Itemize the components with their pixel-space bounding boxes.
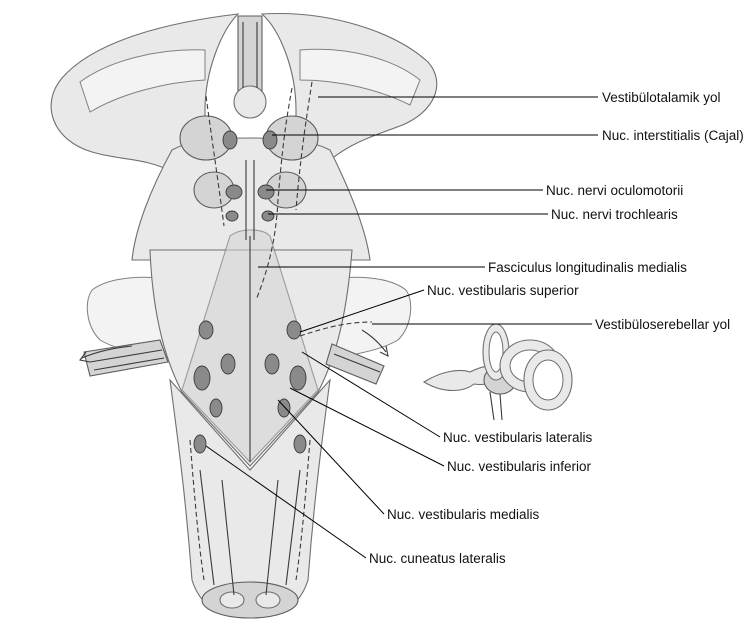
label-trochlearis: Nuc. nervi trochlearis — [551, 207, 678, 222]
brainstem-illustration — [51, 14, 437, 618]
inner-ear-labyrinth-illustration — [424, 324, 572, 420]
label-vestibuloserebellar: Vestibüloserebellar yol — [595, 317, 730, 332]
labels: Vestibülotalamik yol Nuc. interstitialis… — [369, 90, 744, 566]
label-vest-medialis: Nuc. vestibularis medialis — [387, 507, 540, 522]
label-vest-lateralis: Nuc. vestibularis lateralis — [443, 430, 593, 445]
label-cuneatus: Nuc. cuneatus lateralis — [369, 551, 506, 566]
label-vestibulotalamik: Vestibülotalamik yol — [602, 90, 721, 105]
label-vest-inferior: Nuc. vestibularis inferior — [447, 459, 592, 474]
label-interstitialis: Nuc. interstitialis (Cajal) — [602, 128, 744, 143]
label-flm: Fasciculus longitudinalis medialis — [488, 260, 687, 275]
label-vest-superior: Nuc. vestibularis superior — [427, 283, 579, 298]
label-oculomotorii: Nuc. nervi oculomotorii — [546, 183, 683, 198]
